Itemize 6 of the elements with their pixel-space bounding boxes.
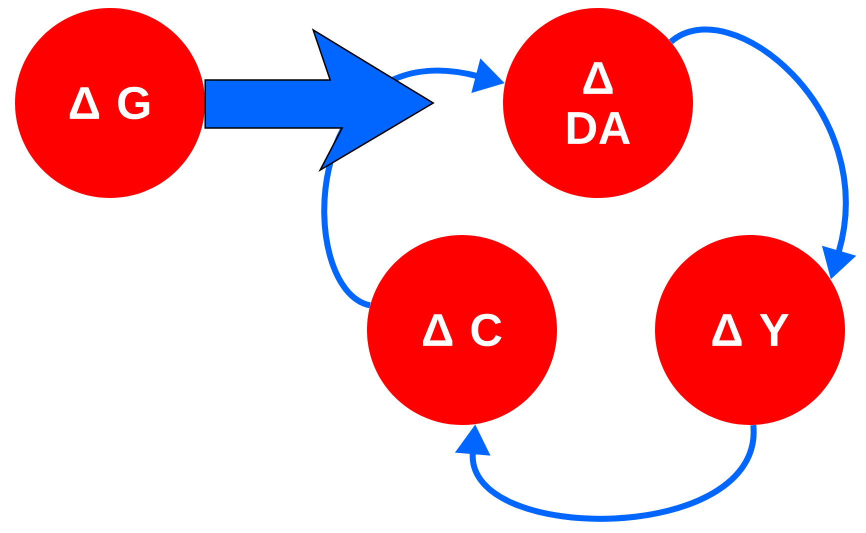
block-arrow (204, 28, 435, 172)
circle-node: Δ G (15, 8, 205, 198)
circle-node: Δ Y (655, 235, 846, 425)
circle-node: Δ C (367, 235, 557, 425)
arrow (454, 424, 756, 522)
circle-node: Δ DA (503, 8, 693, 198)
